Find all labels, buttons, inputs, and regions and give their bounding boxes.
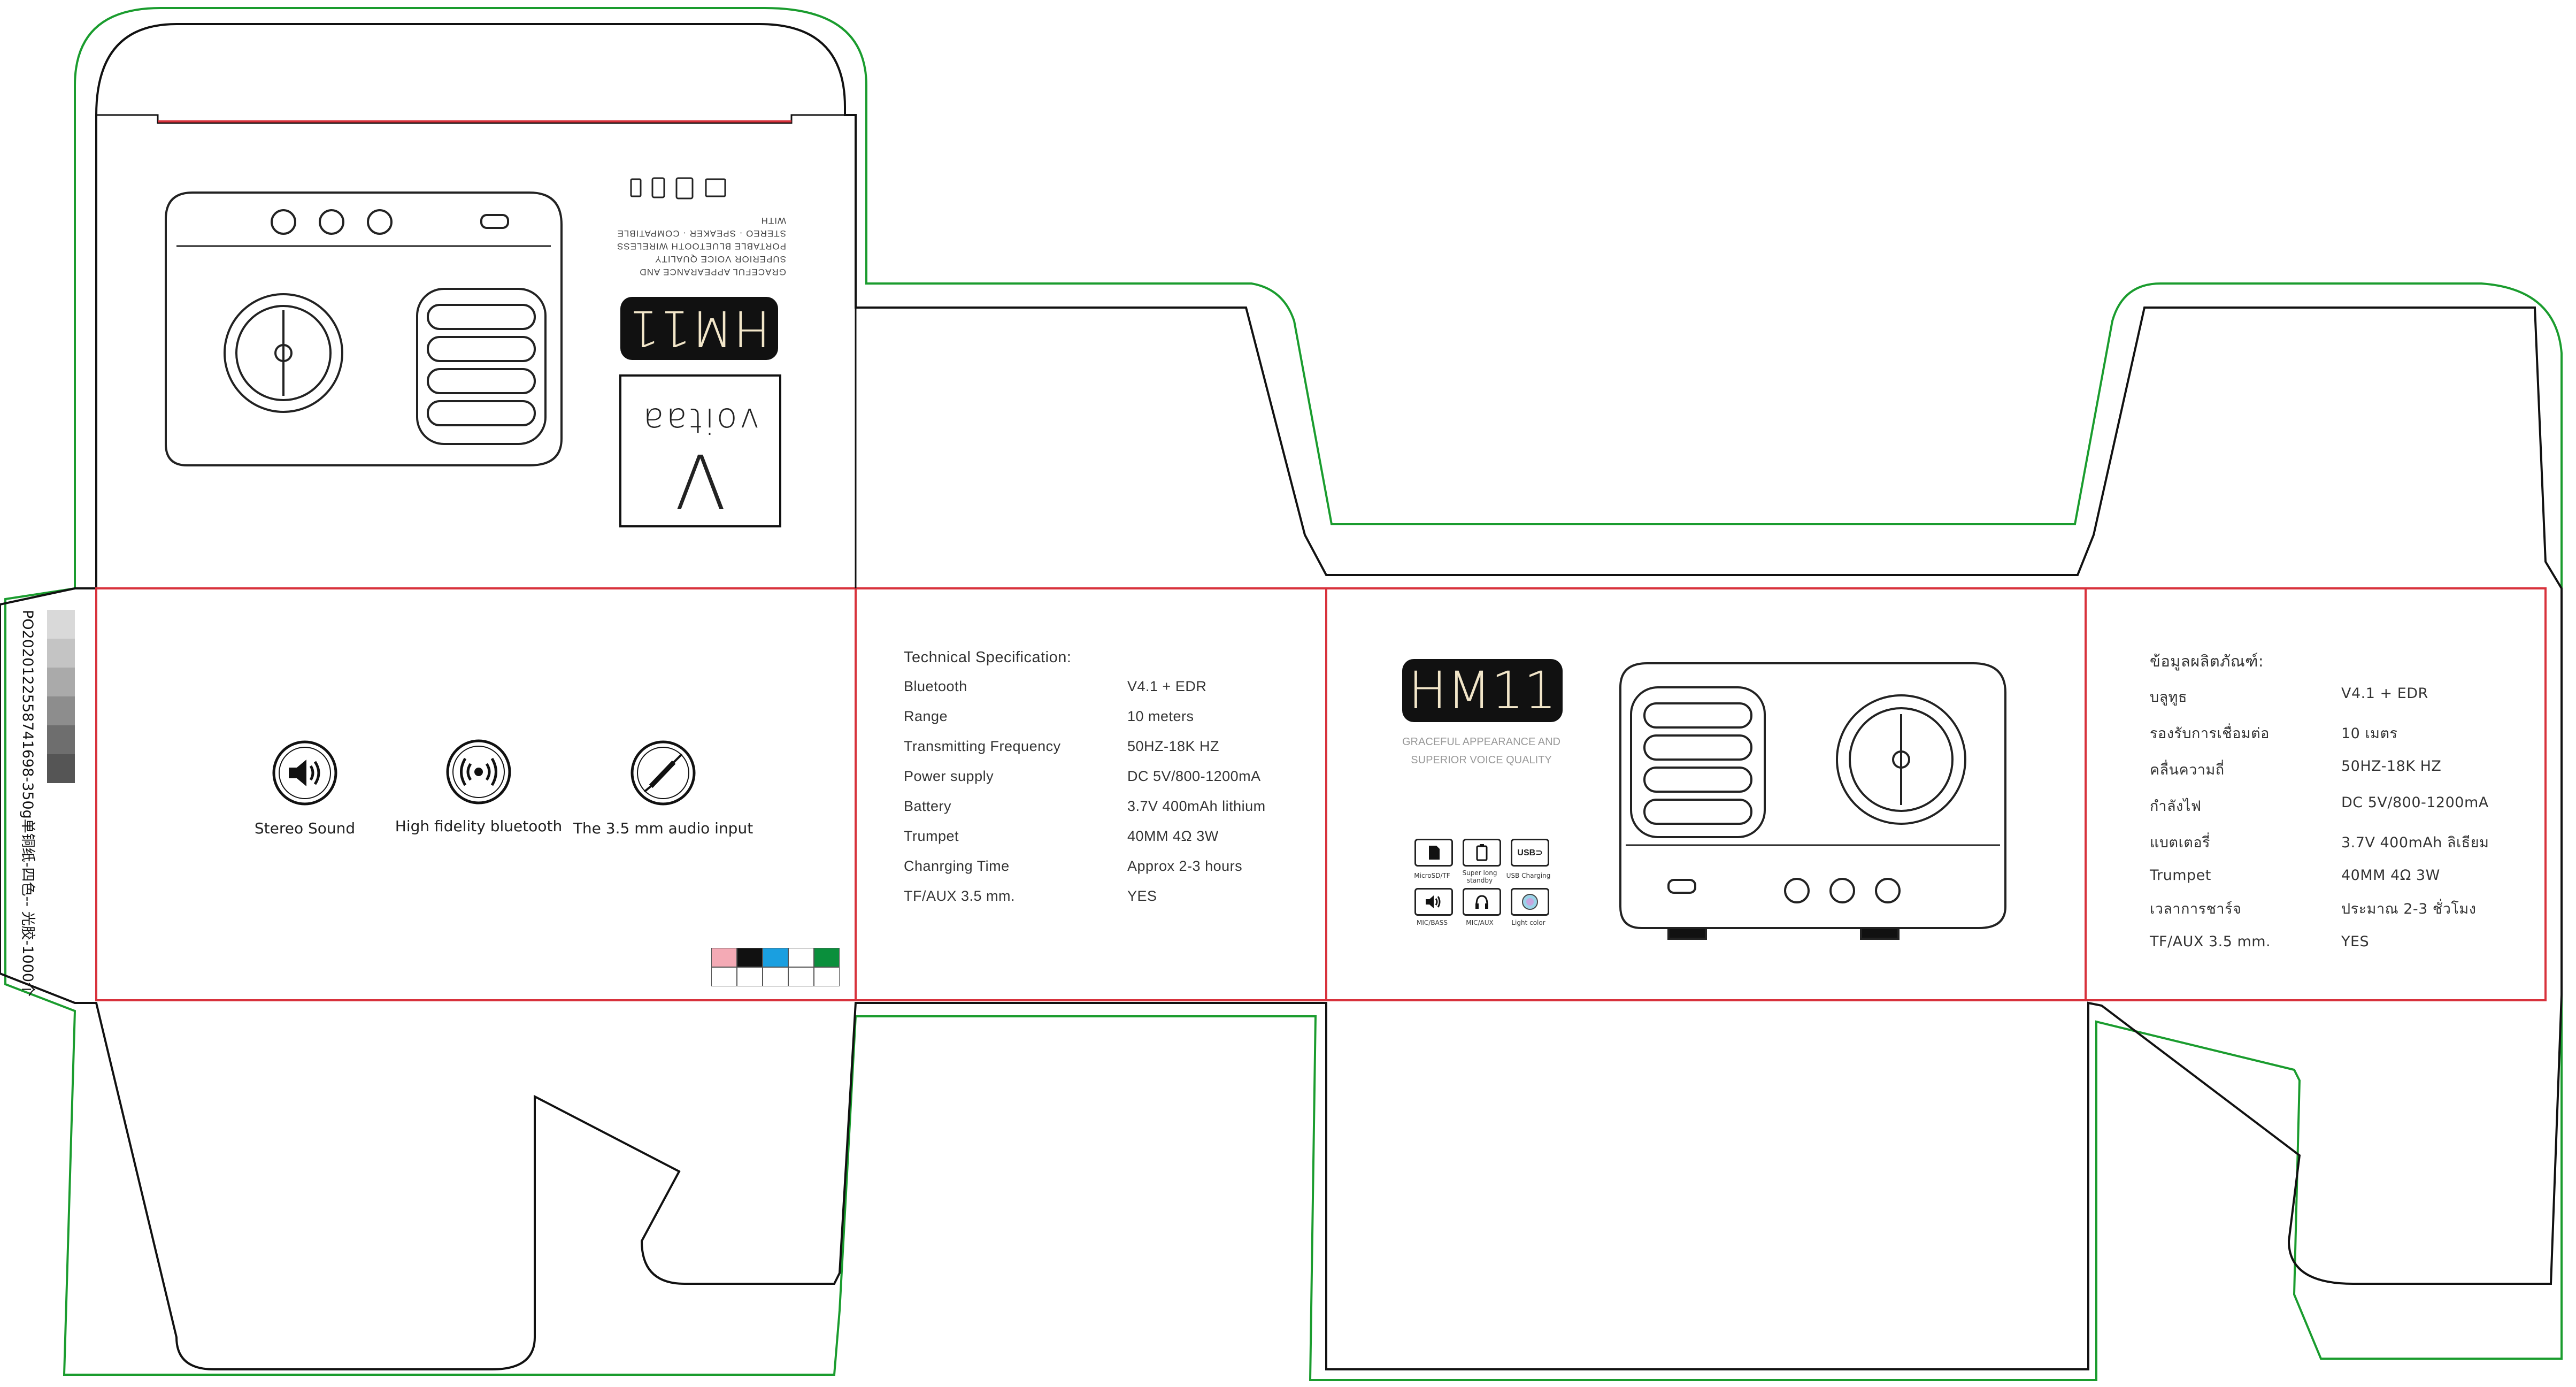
model-badge-top: HM11 [620, 297, 778, 360]
gray-swatch [47, 725, 75, 754]
mini-label: USB Charging [1506, 872, 1551, 879]
tagline: GRACEFUL APPEARANCE AND SUPERIOR VOICE Q… [1380, 733, 1583, 769]
spec-value: Approx 2-3 hours [1127, 858, 1243, 874]
gray-swatch [47, 668, 75, 696]
spec-key: กำลังไฟ [2150, 798, 2202, 815]
color-swatch [788, 948, 814, 967]
color-disc-icon [1511, 888, 1549, 916]
spec-key: เวลาการชาร์จ [2150, 901, 2242, 917]
tagline-line: GRACEFUL APPEARANCE AND [1402, 736, 1560, 748]
spec-value: 10 เมตร [2341, 725, 2398, 742]
speaker-illustration-front [1619, 662, 2006, 940]
bleed-outline [4, 7, 2563, 1381]
model-name: HM11 [1408, 661, 1557, 721]
headphone-icon [1463, 888, 1501, 916]
spec-value: 40MM 4Ω 3W [1127, 828, 1219, 844]
spec-key: แบตเตอรี่ [2150, 834, 2211, 851]
spec-title: ข้อมูลผลิตภัณฑ์: [2150, 652, 2264, 670]
desc-line: WITH [760, 216, 786, 226]
spec-value: DC 5V/800-1200mA [2341, 794, 2489, 811]
spec-key: คลื่นความถี่ [2150, 762, 2225, 778]
gray-swatch [47, 610, 75, 639]
spec-title: Technical Specification: [904, 649, 1072, 666]
production-code: PO20201225587416​98-350g单铜纸-四色-- 光胶-1000… [19, 610, 36, 997]
battery-icon [1463, 839, 1501, 867]
model-name: HM11 [628, 300, 771, 357]
mini-label: Super long standby [1462, 869, 1497, 884]
feature-label: Stereo Sound [254, 819, 356, 837]
spec-value: 10 meters [1127, 708, 1194, 724]
spec-value: V4.1 + EDR [1127, 678, 1207, 694]
spec-value: YES [1127, 888, 1157, 904]
feature-label: The 3.5 mm audio input [573, 819, 753, 837]
speaker-icon [1414, 888, 1453, 916]
desc-line: STEREO · SPEAKER · COMPATIBLE [617, 228, 786, 239]
logo-letter: V [674, 436, 726, 524]
spec-value: 50HZ-18K HZ [2341, 758, 2442, 775]
desc-line: PORTABLE BLUETOOTH WIRELESS [616, 241, 786, 251]
sd-card-icon [1414, 839, 1453, 867]
mini-label: Light color [1511, 919, 1545, 926]
spec-key: บลูทูธ [2150, 689, 2187, 706]
gray-swatch [47, 696, 75, 725]
feature-stereo: Stereo Sound [235, 738, 374, 837]
gray-swatch [47, 754, 75, 783]
feature-audio-jack: The 3.5 mm audio input [572, 738, 754, 837]
gray-swatch [47, 639, 75, 668]
spec-key: Range [904, 708, 948, 724]
color-swatch [763, 948, 788, 967]
spec-thai: ข้อมูลผลิตภัณฑ์: บลูทูธ V4.1 + EDR รองรับ… [2150, 649, 2546, 950]
spec-key: Bluetooth [904, 678, 967, 694]
mini-label: MIC/AUX [1466, 919, 1494, 926]
desc-line: GRACEFUL APPEARANCE AND [639, 267, 786, 277]
spec-value: 50HZ-18K HZ [1127, 738, 1220, 754]
spec-key: Trumpet [904, 828, 959, 844]
usb-icon: USB⊃ [1511, 839, 1549, 867]
spec-value: 40MM 4Ω 3W [2341, 867, 2440, 884]
brand-logo-box: V voitaa [619, 374, 781, 527]
bluetooth-waves-icon [446, 739, 511, 804]
model-badge-front: HM11 [1402, 659, 1563, 722]
spec-key: Battery [904, 798, 952, 814]
spec-key: Transmitting Frequency [904, 738, 1061, 754]
spec-value: ประมาณ 2-3 ชั่วโมง [2341, 901, 2477, 917]
spec-key: รองรับการเชื่อมต่อ [2150, 725, 2270, 742]
spec-value: YES [2341, 933, 2370, 950]
spec-key: Trumpet [2150, 867, 2211, 884]
feature-label: High fidelity bluetooth [395, 817, 563, 835]
gray-scale-strip [47, 610, 75, 783]
spec-key: Chanrging Time [904, 858, 1010, 874]
logo-word: voitaa [641, 400, 760, 440]
spec-value: V4.1 + EDR [2341, 685, 2428, 702]
spec-key: TF/AUX 3.5 mm. [904, 888, 1016, 904]
spec-value: 3.7V 400mAh lithium [1127, 798, 1266, 814]
audio-jack-icon [630, 740, 696, 806]
color-swatch [711, 948, 737, 967]
spec-value: 3.7V 400mAh ลิเธียม [2341, 834, 2489, 851]
color-swatch [814, 948, 840, 967]
spec-key: TF/AUX 3.5 mm. [2150, 933, 2271, 950]
speaker-illustration-top [165, 191, 563, 466]
spec-value: DC 5V/800-1200mA [1127, 768, 1261, 784]
device-icons-top [630, 177, 726, 200]
color-registration-bar [711, 948, 840, 986]
feature-bluetooth: High fidelity bluetooth [390, 737, 567, 835]
tagline-line: SUPERIOR VOICE QUALITY [1411, 754, 1552, 766]
mini-label: MIC/BASS [1417, 919, 1448, 926]
mini-label: MicroSD/TF [1414, 872, 1450, 879]
spec-english: Technical Specification: Bluetooth V4.1 +… [904, 649, 1332, 905]
cut-outline [0, 23, 2563, 1370]
spec-key: Power supply [904, 768, 994, 784]
color-swatch [737, 948, 763, 967]
desc-line: SUPERIOR VOICE QUALITY [655, 254, 786, 264]
speaker-icon [272, 740, 337, 806]
